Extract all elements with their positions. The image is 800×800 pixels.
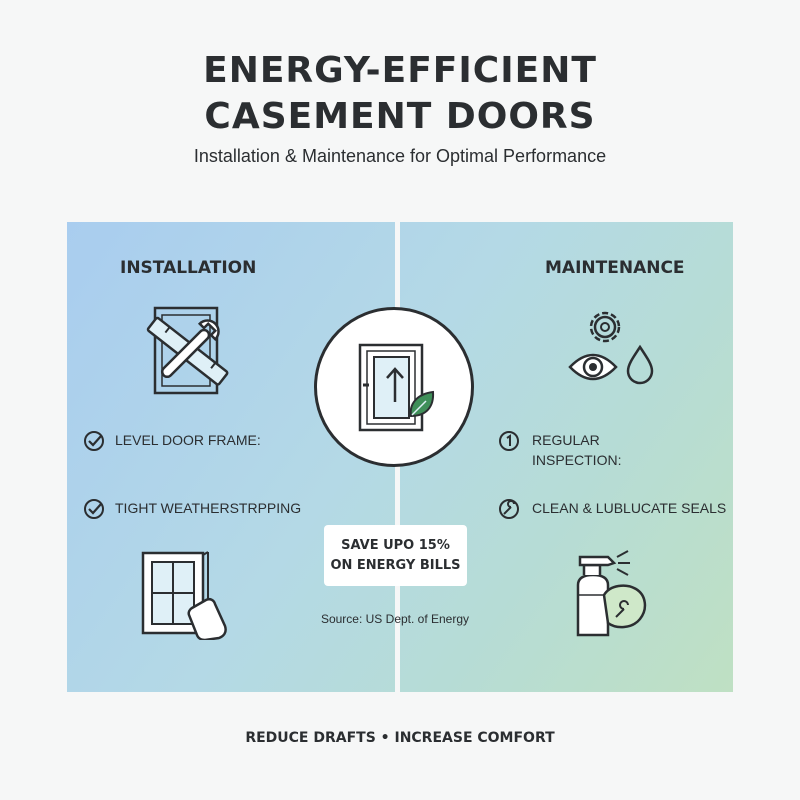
installation-heading: INSTALLATION bbox=[120, 258, 257, 278]
gear-icon bbox=[589, 311, 621, 343]
savings-line-2: ON ENERGY BILLS bbox=[330, 557, 461, 573]
check-circle-icon bbox=[84, 499, 104, 519]
gear-eye-drop-icon bbox=[568, 311, 654, 385]
maintenance-item-seals: CLEAN & LUBLUCATE SEALS bbox=[498, 498, 726, 520]
eye-icon bbox=[568, 353, 618, 381]
installation-item-level: LEVEL DOOR FRAME: bbox=[83, 430, 261, 452]
spray-bottle-icon bbox=[576, 550, 647, 637]
installation-item-weatherstripping: TIGHT WEATHERSTRPPING bbox=[83, 498, 301, 520]
page-subtitle: Installation & Maintenance for Optimal P… bbox=[193, 146, 607, 166]
number-one-circle-icon bbox=[499, 431, 519, 451]
maintenance-item-inspection: REGULAR INSPECTION: bbox=[498, 430, 621, 470]
installation-item-label: TIGHT WEATHERSTRPPING bbox=[115, 500, 302, 516]
title-line-2: CASEMENT DOORS bbox=[204, 96, 596, 137]
door-leaf-icon bbox=[358, 343, 435, 432]
savings-line-1: SAVE UPO 15% bbox=[341, 537, 450, 553]
level-wrench-icon bbox=[146, 306, 229, 395]
water-drop-icon bbox=[626, 344, 654, 385]
maintenance-item-label: REGULAR INSPECTION: bbox=[532, 432, 622, 468]
window-hand-icon bbox=[141, 551, 227, 640]
check-circle-icon bbox=[84, 431, 104, 451]
maintenance-heading: MAINTENANCE bbox=[545, 258, 685, 278]
title-line-1: ENERGY-EFFICIENT bbox=[203, 50, 597, 91]
source-note: Source: US Dept. of Energy bbox=[320, 612, 470, 626]
maintenance-item-label: CLEAN & LUBLUCATE SEALS bbox=[532, 500, 727, 516]
page-title: ENERGY-EFFICIENT CASEMENT DOORS bbox=[0, 48, 800, 140]
footer-tagline: REDUCE DRAFTS • INCREASE COMFORT bbox=[245, 730, 555, 746]
installation-item-label: LEVEL DOOR FRAME: bbox=[115, 432, 261, 448]
savings-badge: SAVE UPO 15% ON ENERGY BILLS bbox=[324, 525, 467, 586]
wrench-circle-icon bbox=[499, 499, 519, 519]
